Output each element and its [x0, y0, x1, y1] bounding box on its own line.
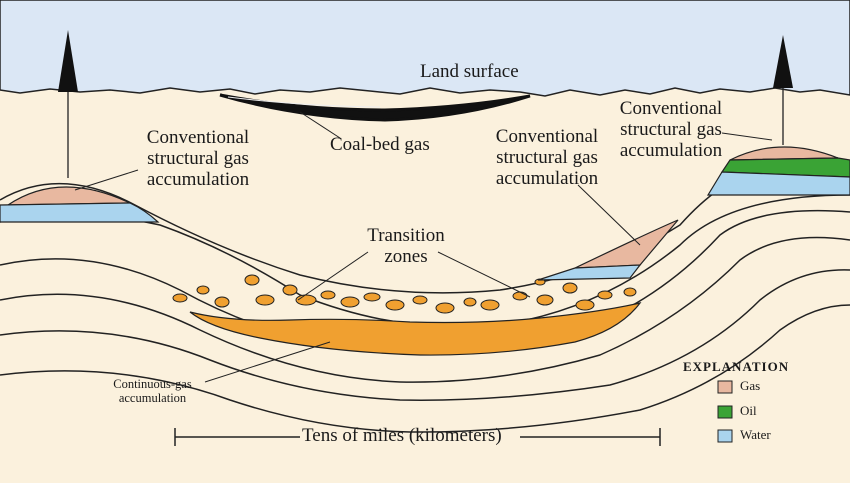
- scale-bar: [174, 428, 661, 446]
- conventional-left-line3: accumulation: [146, 168, 250, 190]
- conventional-right-line1: Conventional: [619, 98, 723, 119]
- legend-water-swatch: [717, 429, 733, 443]
- conventional-left-line1: Conventional: [146, 127, 250, 148]
- conventional-mid-line3: accumulation: [495, 167, 599, 189]
- transition-zones-label: Transition zones: [356, 225, 456, 268]
- conventional-right-line2: structural gas: [620, 118, 722, 140]
- conventional-mid-line1: Conventional: [495, 126, 599, 147]
- transition-line1: Transition: [367, 225, 445, 246]
- left-well-icon: [58, 30, 78, 178]
- transition-zone-blobs: [172, 274, 637, 314]
- scale-label: Tens of miles (kilometers): [302, 425, 502, 446]
- legend-oil-swatch: [717, 405, 733, 419]
- leader-lines: [74, 111, 773, 383]
- continuous-line1: Continuous-gas: [113, 377, 192, 391]
- coal-bed-lens: [219, 93, 531, 122]
- right-water-zone: [706, 171, 850, 196]
- conventional-left-line2: structural gas: [147, 147, 249, 169]
- legend-oil-label: Oil: [740, 403, 757, 418]
- conventional-left-label: Conventional structural gas accumulation: [138, 127, 258, 191]
- continuous-gas-label: Continuous-gas accumulation: [95, 377, 210, 406]
- conventional-right-line3: accumulation: [619, 139, 723, 161]
- left-gas-cap: [5, 186, 131, 206]
- legend-swatches: [717, 380, 733, 443]
- land-surface-label: Land surface: [420, 61, 519, 82]
- coal-bed-gas-label: Coal-bed gas: [330, 134, 430, 155]
- continuous-gas-body: [189, 302, 642, 356]
- continuous-line2: accumulation: [118, 390, 187, 405]
- right-well-icon: [773, 35, 793, 145]
- legend-gas-swatch: [717, 380, 733, 394]
- legend-gas-label: Gas: [740, 378, 761, 393]
- left-water-zone: [0, 202, 160, 223]
- coal-bed-highlight: [227, 96, 381, 108]
- mid-water-wedge: [537, 264, 642, 281]
- transition-line2: zones: [384, 245, 428, 267]
- right-gas-cap: [729, 146, 839, 161]
- conventional-mid-label: Conventional structural gas accumulation: [487, 126, 607, 190]
- legend-water-label: Water: [740, 427, 771, 442]
- conventional-right-label: Conventional structural gas accumulation: [612, 98, 730, 162]
- legend-title: EXPLANATION: [683, 359, 790, 374]
- conventional-mid-line2: structural gas: [496, 146, 598, 168]
- mid-gas-wedge: [574, 219, 679, 269]
- sky: [0, 0, 850, 97]
